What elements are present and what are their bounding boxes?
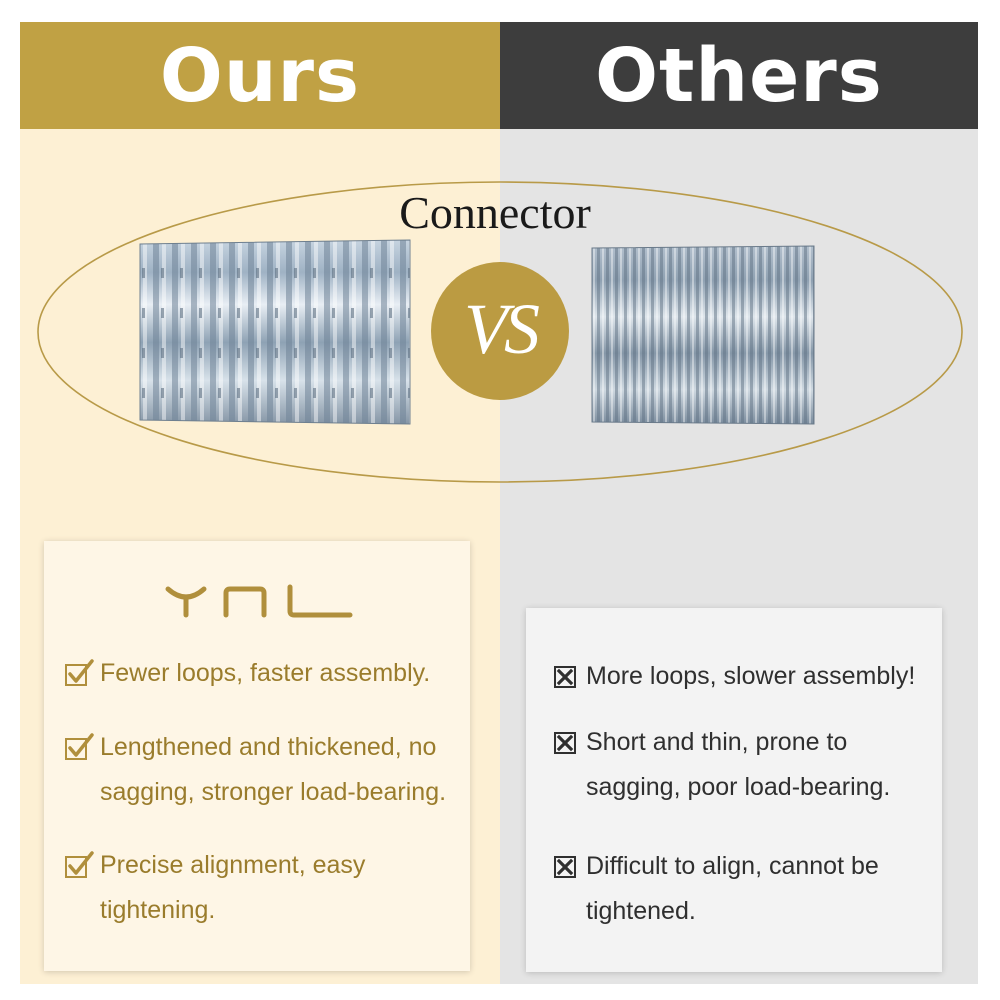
ours-feature-3: Precise alignment, easy tightening. — [64, 843, 460, 933]
ours-features-card: Fewer loops, faster assembly. Lengthened… — [44, 541, 470, 971]
x-box-icon — [554, 856, 576, 878]
others-feature-2-line-2: sagging, poor load-bearing. — [586, 773, 891, 801]
ours-feature-1-line-1: Fewer loops, faster assembly. — [100, 659, 431, 687]
vs-badge: VS — [431, 262, 569, 400]
others-feature-3-line-2: tightened. — [586, 897, 696, 925]
check-icon — [65, 659, 94, 686]
others-feature-3-line-1: Difficult to align, cannot be — [586, 852, 879, 880]
others-feature-1-line-1: More loops, slower assembly! — [586, 662, 916, 690]
ours-feature-3-line-1: Precise alignment, easy — [100, 851, 366, 879]
others-feature-1: More loops, slower assembly! — [546, 654, 932, 699]
ours-feature-2-line-2: sagging, stronger load-bearing. — [100, 778, 447, 806]
x-box-icon — [554, 666, 576, 688]
vs-label: VS — [464, 289, 540, 369]
others-features-card: More loops, slower assembly! Short and t… — [526, 608, 942, 972]
x-box-icon — [554, 732, 576, 754]
ours-feature-1: Fewer loops, faster assembly. — [64, 651, 460, 696]
others-feature-2-line-1: Short and thin, prone to — [586, 728, 848, 756]
others-connector-image — [591, 245, 815, 425]
ours-feature-3-line-2: tightening. — [100, 896, 216, 924]
ours-connector-image — [139, 239, 411, 425]
connector-title: Connector — [399, 187, 591, 238]
others-feature-2: Short and thin, prone to sagging, poor l… — [546, 720, 932, 810]
others-header-label: Others — [595, 32, 883, 119]
ours-header: Ours — [20, 22, 500, 129]
ours-feature-2: Lengthened and thickened, no sagging, st… — [64, 725, 460, 815]
ynl-logo — [165, 584, 353, 618]
others-header: Others — [500, 22, 978, 129]
others-feature-3: Difficult to align, cannot be tightened. — [546, 844, 932, 934]
ours-feature-2-line-1: Lengthened and thickened, no — [100, 733, 437, 761]
ours-header-label: Ours — [159, 32, 361, 119]
check-icon — [65, 851, 94, 878]
check-icon — [65, 733, 94, 760]
